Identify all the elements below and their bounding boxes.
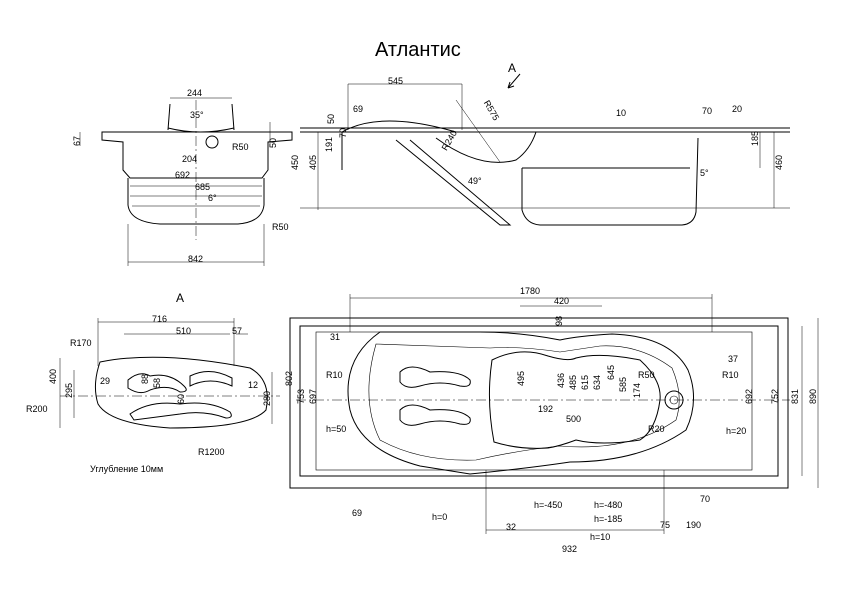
dimension-label: 545 bbox=[388, 76, 403, 86]
dimension-label: 50 bbox=[268, 138, 278, 148]
view-arrow bbox=[507, 73, 521, 89]
dimension-label: 831 bbox=[790, 389, 800, 404]
dimension-label: 890 bbox=[808, 389, 818, 404]
dimension-label: 174 bbox=[632, 383, 642, 398]
dimension-label: h=0 bbox=[432, 512, 447, 522]
dimension-label: 1780 bbox=[520, 286, 540, 296]
dimension-label: R50 bbox=[638, 370, 655, 380]
dimension-label: 645 bbox=[606, 365, 616, 380]
dimension-label: R50 bbox=[232, 142, 249, 152]
dimension-label: 753 bbox=[296, 389, 306, 404]
dimension-label: 204 bbox=[182, 154, 197, 164]
dimension-label: h=20 bbox=[726, 426, 746, 436]
dimension-label: R10 bbox=[326, 370, 343, 380]
dimension-label: 400 bbox=[48, 369, 58, 384]
dimension-label: 12 bbox=[248, 380, 258, 390]
dimension-label: 75 bbox=[660, 520, 670, 530]
end-view: 244 35° 67 50 204 R50 692 685 6° R50 842 bbox=[72, 88, 293, 266]
view-a-label: A bbox=[176, 291, 184, 305]
dimension-label: R1200 bbox=[198, 447, 225, 457]
dimension-label: 88 bbox=[140, 374, 150, 384]
dimension-label: 485 bbox=[568, 375, 578, 390]
dimension-label: 295 bbox=[64, 383, 74, 398]
dimension-label: 60 bbox=[176, 394, 186, 404]
dimension-label: 280 bbox=[262, 391, 272, 406]
dimension-label: 244 bbox=[187, 88, 202, 98]
dimension-label: R20 bbox=[648, 424, 665, 434]
dimension-label: 634 bbox=[592, 375, 602, 390]
dimension-label: 57 bbox=[232, 326, 242, 336]
dimension-label: R10 bbox=[722, 370, 739, 380]
dimension-label: 190 bbox=[686, 520, 701, 530]
dimension-label: 5° bbox=[700, 168, 709, 178]
dimension-label: 802 bbox=[284, 371, 294, 386]
dimension-label: 6° bbox=[208, 193, 217, 203]
dimension-label: 49° bbox=[468, 176, 482, 186]
dimension-label: 450 bbox=[290, 155, 300, 170]
dimension-label: 69 bbox=[353, 104, 363, 114]
dimension-label: h=-450 bbox=[534, 500, 562, 510]
dimension-label: R170 bbox=[70, 338, 92, 348]
dimension-label: 70 bbox=[702, 106, 712, 116]
dimension-label: 585 bbox=[618, 377, 628, 392]
dimension-label: R575 bbox=[482, 99, 501, 123]
drawing-title: Атлантис bbox=[375, 39, 461, 61]
side-section: 545 69 50 70 191 405 450 R240 R575 49° 1… bbox=[290, 76, 790, 226]
dimension-label: 32 bbox=[506, 522, 516, 532]
dimension-label: h=-185 bbox=[594, 514, 622, 524]
dimension-label: 31 bbox=[330, 332, 340, 342]
dimension-label: 98 bbox=[554, 316, 564, 326]
dimension-label: h=50 bbox=[326, 424, 346, 434]
dimension-label: 70 bbox=[338, 128, 348, 138]
dimension-label: 420 bbox=[554, 296, 569, 306]
dimension-label: 192 bbox=[538, 404, 553, 414]
dimension-label: R200 bbox=[26, 404, 48, 414]
dimension-label: 716 bbox=[152, 314, 167, 324]
dimension-label: h=10 bbox=[590, 532, 610, 542]
dimension-label: 70 bbox=[700, 494, 710, 504]
dimension-label: h=-480 bbox=[594, 500, 622, 510]
view-a: A 716 510 57 R170 400 295 29 88 58 60 12… bbox=[26, 291, 280, 474]
dimension-label: 35° bbox=[190, 110, 204, 120]
dimension-label: 50 bbox=[326, 114, 336, 124]
dimension-label: 752 bbox=[770, 389, 780, 404]
dimension-label: 615 bbox=[580, 375, 590, 390]
dimension-label: 692 bbox=[744, 389, 754, 404]
dimension-label: 692 bbox=[175, 170, 190, 180]
dimension-label: 510 bbox=[176, 326, 191, 336]
dimension-label: 10 bbox=[616, 108, 626, 118]
dimension-label: 436 bbox=[556, 373, 566, 388]
dimension-label: 697 bbox=[308, 389, 318, 404]
dimension-label: R50 bbox=[272, 222, 289, 232]
view-arrow-label: A bbox=[508, 61, 516, 75]
dimension-label: 20 bbox=[732, 104, 742, 114]
dimension-label: 29 bbox=[100, 376, 110, 386]
dimension-label: 685 bbox=[195, 182, 210, 192]
dimension-label: 405 bbox=[308, 155, 318, 170]
dimension-label: 67 bbox=[72, 136, 82, 146]
dimension-label: 185 bbox=[750, 131, 760, 146]
dimension-label: 500 bbox=[566, 414, 581, 424]
dimension-label: 58 bbox=[152, 378, 162, 388]
depth-note: Углубление 10мм bbox=[90, 464, 163, 474]
dimension-label: 460 bbox=[774, 155, 784, 170]
dimension-label: 932 bbox=[562, 544, 577, 554]
dimension-label: 69 bbox=[352, 508, 362, 518]
dimension-label: 842 bbox=[188, 254, 203, 264]
dimension-label: 37 bbox=[728, 354, 738, 364]
dimension-label: 495 bbox=[516, 371, 526, 386]
plan-view: 1780 420 98 31 R10 802 753 697 h=50 495 … bbox=[284, 286, 819, 554]
dimension-label: 191 bbox=[324, 137, 334, 152]
